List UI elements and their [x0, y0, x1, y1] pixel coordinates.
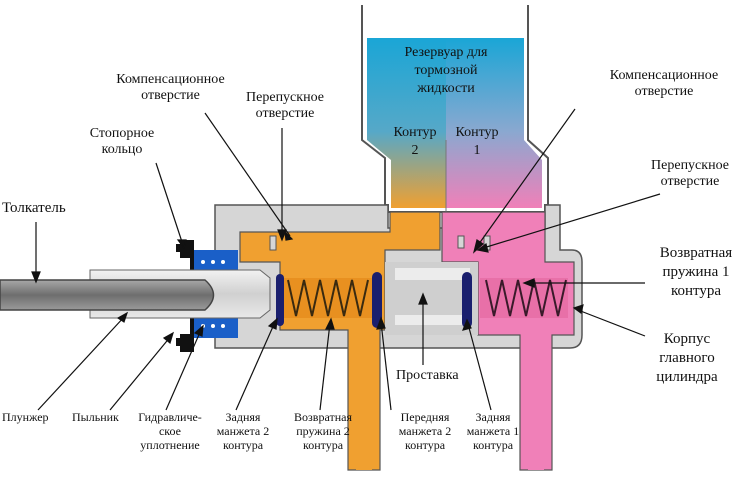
label-stop-ring: Стопорное кольцо	[72, 126, 172, 158]
label-pusher: Толкатель	[2, 200, 66, 216]
label-body-l3: цилиндра	[656, 369, 718, 385]
circuit-1-word: Контур	[455, 125, 499, 140]
label-hydraulic-seal-l3: уплотнение	[140, 438, 200, 452]
label-rear-cuff-1-l3: контура	[472, 438, 514, 452]
label-return-spring-1: Возвратная пружина 1 контура	[646, 244, 746, 301]
fluid-reservoir	[361, 5, 549, 213]
label-front-cuff-2-l2: манжета 2	[398, 424, 452, 438]
label-boot: Пыльник	[72, 410, 119, 424]
label-front-cuff-2-l1: Передняя	[400, 410, 450, 424]
label-comp-hole-right-l2: отверстие	[634, 84, 694, 99]
label-body: Корпус главного цилиндра	[640, 330, 734, 387]
leader-lines	[31, 108, 661, 411]
boot	[176, 240, 194, 352]
label-stop-ring-l1: Стопорное	[89, 126, 155, 141]
label-rear-cuff-2-l3: контура	[222, 438, 264, 452]
label-return-spring-2-l3: контура	[302, 438, 344, 452]
reservoir-title-line-2: тормозной	[414, 63, 478, 78]
label-rear-cuff-2-l2: манжета 2	[216, 424, 270, 438]
label-return-spring-1-l1: Возвратная	[659, 245, 733, 261]
circuit-2-word: Контур	[393, 125, 437, 140]
circuit-1-number: 1	[473, 143, 481, 158]
label-body-l2: главного	[659, 350, 715, 366]
hydraulic-seal	[192, 250, 238, 338]
label-front-cuff-2-l3: контура	[404, 438, 446, 452]
reservoir-circuit-2-label: Контур 2	[386, 124, 444, 160]
label-bypass-left-l2: отверстие	[255, 106, 315, 121]
label-return-spring-2: Возвратная пружина 2 контура	[283, 410, 363, 452]
label-comp-hole-right-l1: Компенсационное	[609, 68, 719, 83]
label-rear-cuff-1-l2: манжета 1	[466, 424, 520, 438]
label-return-spring-1-l2: пружина 1	[662, 264, 730, 280]
circuit-2-number: 2	[411, 143, 419, 158]
return-spring-2	[276, 272, 382, 328]
label-hydraulic-seal: Гидравличе- ское уплотнение	[132, 410, 208, 452]
label-rear-cuff-2-l1: Задняя	[225, 410, 261, 424]
label-bypass-right-l1: Перепускное	[651, 158, 729, 173]
label-hydraulic-seal-l2: ское	[158, 424, 182, 438]
label-bypass-right: Перепускное отверстие	[632, 158, 748, 190]
reservoir-circuit-1-label: Контур 1	[448, 124, 506, 160]
label-comp-hole-left-l2: отверстие	[141, 88, 200, 103]
reservoir-title-line-3: жидкости	[417, 81, 475, 96]
label-plunger: Плунжер	[2, 410, 49, 424]
reservoir-title-line-1: Резервуар для	[404, 45, 488, 60]
pusher-rod	[0, 279, 215, 311]
label-rear-cuff-1-l1: Задняя	[475, 410, 511, 424]
label-return-spring-2-l2: пружина 2	[296, 424, 350, 438]
label-spacer: Проставка	[396, 368, 459, 383]
return-spring-1	[462, 272, 568, 328]
label-comp-hole-left-l1: Компенсационное	[116, 72, 225, 87]
label-rear-cuff-2: Задняя манжета 2 контура	[208, 410, 278, 452]
label-front-cuff-2: Передняя манжета 2 контура	[385, 410, 465, 452]
label-bypass-left: Перепускное отверстие	[230, 90, 340, 122]
label-hydraulic-seal-l1: Гидравличе-	[138, 410, 202, 424]
label-rear-cuff-1: Задняя манжета 1 контура	[458, 410, 528, 452]
label-return-spring-1-l3: контура	[670, 283, 722, 299]
label-bypass-right-l2: отверстие	[660, 174, 720, 189]
label-comp-hole-right: Компенсационное отверстие	[580, 68, 748, 100]
label-bypass-left-l1: Перепускное	[246, 90, 324, 105]
label-return-spring-2-l1: Возвратная	[294, 410, 352, 424]
label-stop-ring-l2: кольцо	[101, 142, 143, 157]
reservoir-title: Резервуар для тормозной жидкости	[378, 44, 514, 98]
label-body-l1: Корпус	[663, 331, 711, 347]
label-comp-hole-left: Компенсационное отверстие	[83, 72, 258, 104]
